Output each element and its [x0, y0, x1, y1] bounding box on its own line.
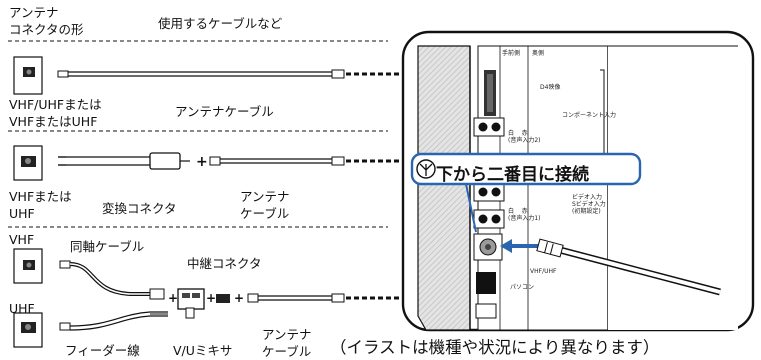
coaxial-cable — [59, 260, 165, 300]
row2-antenna-cable-label: アンテナ ケーブル — [240, 189, 290, 221]
antenna-cable-row3 — [247, 293, 345, 303]
antenna-cable-row1 — [57, 69, 345, 79]
vu-mixer-label: V/Uミキサ — [173, 343, 233, 358]
component-label: コンポーネント入力 — [562, 112, 617, 119]
row1-connector-label: VHF/UHFまたは VHFまたはUHF — [9, 97, 102, 129]
wall-outlet-uhf — [13, 312, 43, 348]
relay-connector — [216, 294, 230, 303]
plus-sign: + — [206, 291, 216, 305]
vhf-label: VHF — [9, 232, 35, 247]
plus-sign: + — [234, 291, 244, 305]
uhf-label: UHF — [9, 301, 35, 316]
wall-outlet-vhf — [13, 248, 43, 284]
coaxial-cable-label: 同軸ケーブル — [70, 239, 145, 254]
wall-outlet-vhf-uhf — [13, 56, 43, 95]
panel-front-label: 手前側 — [502, 50, 521, 57]
feeder-wire — [59, 311, 168, 331]
caption: （イラストは機種や状況により異なります） — [330, 338, 660, 357]
row3-antenna-cable-label: アンテナ ケーブル — [262, 327, 312, 359]
antenna-cable-row2 — [209, 156, 345, 166]
video-in-label: ビデオ入力 Sビデオ入力 (初期設定) — [572, 194, 606, 215]
blue-arrow — [500, 239, 538, 253]
conversion-connector — [58, 152, 190, 170]
cables-header: 使用するケーブルなど — [158, 16, 283, 31]
callout-box — [410, 152, 642, 233]
conversion-connector-label: 変換コネクタ — [102, 201, 177, 216]
row1-cable-label: アンテナケーブル — [175, 104, 274, 119]
audio-in-1-label: 白 赤 (音声入力1) — [508, 208, 541, 222]
pc-port-label: パソコン — [510, 284, 535, 291]
antenna-cable-to-tv — [536, 238, 721, 296]
row2-connector-label: VHFまたは UHF — [9, 189, 72, 221]
antenna-symbol-icon — [416, 159, 436, 179]
wall-outlet-vhf-or-uhf — [13, 145, 43, 181]
audio-in-2-label: 白 赤 (音声入力2) — [508, 130, 541, 144]
vu-mixer — [177, 288, 205, 319]
panel-back-label: 奥側 — [532, 50, 545, 57]
d4-label: D4映像 — [540, 84, 561, 91]
plus-sign: + — [196, 154, 208, 170]
shape-header: アンテナ コネクタの形 — [9, 5, 84, 37]
relay-connector-label: 中継コネクタ — [187, 256, 262, 271]
callout-text: 下から二番目に接続 — [436, 165, 589, 185]
feeder-wire-label: フィーダー線 — [65, 343, 140, 358]
plus-sign: + — [168, 291, 178, 305]
tv-rear-panel — [401, 30, 755, 332]
vhf-uhf-port-label: VHF/UHF — [530, 268, 557, 275]
